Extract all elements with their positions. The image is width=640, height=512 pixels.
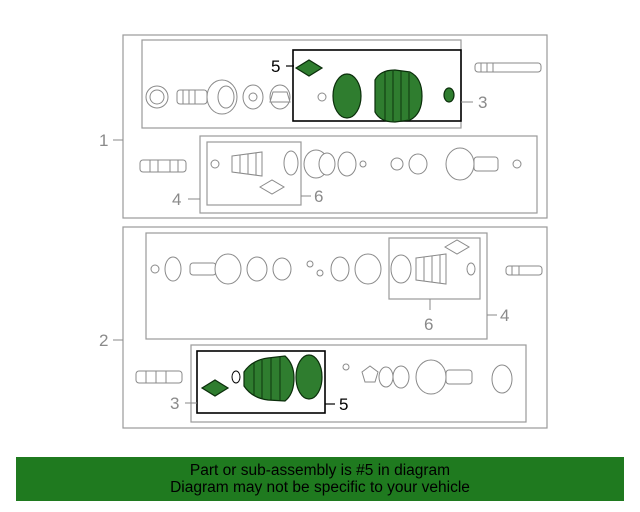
callout-4-lower: 4 (500, 306, 509, 325)
cv-boot-lower (243, 355, 295, 402)
small-ring-lower-2[interactable] (231, 370, 241, 384)
assembly-1-frame (122, 34, 548, 219)
small-clamp-upper (443, 87, 455, 103)
outer-cv-joint-2[interactable] (189, 253, 292, 285)
ring-upper-2a[interactable] (150, 264, 160, 274)
ring-lower-1a[interactable] (210, 159, 220, 169)
tripod-housing-1[interactable] (303, 149, 357, 179)
assembly-1-lower-group (199, 135, 538, 214)
part-5-lower-highlight[interactable] (200, 354, 323, 402)
clamp-icon-upper-2[interactable] (444, 239, 470, 255)
outer-cv-joint-upper[interactable] (145, 79, 238, 115)
clamp-lower-1[interactable] (283, 150, 299, 176)
inner-cv-joint-2[interactable] (361, 359, 513, 395)
part-5-lower-frame[interactable] (196, 350, 326, 414)
part-5-upper-frame[interactable] (292, 49, 462, 122)
assembly-2 (122, 226, 548, 429)
callout-5-lower: 5 (339, 395, 348, 414)
exploded-parts-diagram: 1 2 3 3 4 4 5 5 6 6 (99, 34, 548, 429)
callouts: 1 2 3 3 4 4 5 5 6 6 (99, 57, 509, 414)
boot-clamp-upper (332, 73, 362, 119)
shaft-end-left-2[interactable] (135, 370, 183, 384)
ring-upper[interactable] (317, 92, 327, 102)
ring-lower-1b[interactable] (359, 160, 367, 168)
callout-3-upper: 3 (478, 93, 487, 112)
callout-6-upper: 6 (314, 187, 323, 206)
callout-6-lower: 6 (424, 315, 433, 334)
banner-line-2: Diagram may not be specific to your vehi… (170, 479, 470, 496)
callout-1: 1 (99, 131, 108, 150)
assembly-2-lower-group (190, 344, 527, 423)
ring-lower-2[interactable] (342, 363, 350, 371)
shaft-end-left-1[interactable] (139, 159, 187, 173)
boot-upper-2b[interactable] (390, 253, 476, 285)
callout-4-upper: 4 (172, 190, 181, 209)
part-6-upper-frame (206, 141, 302, 206)
boot-upper-2a[interactable] (354, 253, 382, 285)
assembly-2-upper-group (145, 232, 488, 340)
ring-upper-2c[interactable] (316, 269, 324, 277)
seal-upper-2b[interactable] (330, 256, 350, 282)
banner-line-1: Part or sub-assembly is #5 in diagram (189, 462, 451, 479)
assembly-2-frame (122, 226, 548, 429)
part-5-upper-highlight[interactable] (294, 59, 455, 123)
boot-lower-1[interactable] (231, 151, 263, 177)
seal-upper-2[interactable] (164, 256, 182, 282)
callout-2: 2 (99, 331, 108, 350)
inner-race-upper[interactable] (269, 84, 291, 110)
clamp-icon-lower-1[interactable] (259, 179, 285, 195)
callout-5-upper: 5 (271, 57, 280, 76)
cage-upper[interactable] (242, 84, 264, 110)
tripod-joint-1[interactable] (390, 147, 522, 181)
halfshaft-2[interactable] (505, 265, 543, 276)
halfshaft-upper[interactable] (474, 62, 542, 73)
part-6-lower-frame (388, 237, 481, 300)
callout-3-lower: 3 (170, 394, 179, 413)
clamp-icon-upper (294, 59, 324, 77)
boot-clamp-lower (295, 354, 323, 400)
clamp-icon-lower-2 (200, 379, 230, 397)
cv-boot-upper (374, 69, 423, 123)
info-banner: Part or sub-assembly is #5 in diagram Di… (16, 457, 624, 501)
ring-upper-2b[interactable] (306, 260, 314, 268)
assembly-1 (122, 34, 548, 219)
